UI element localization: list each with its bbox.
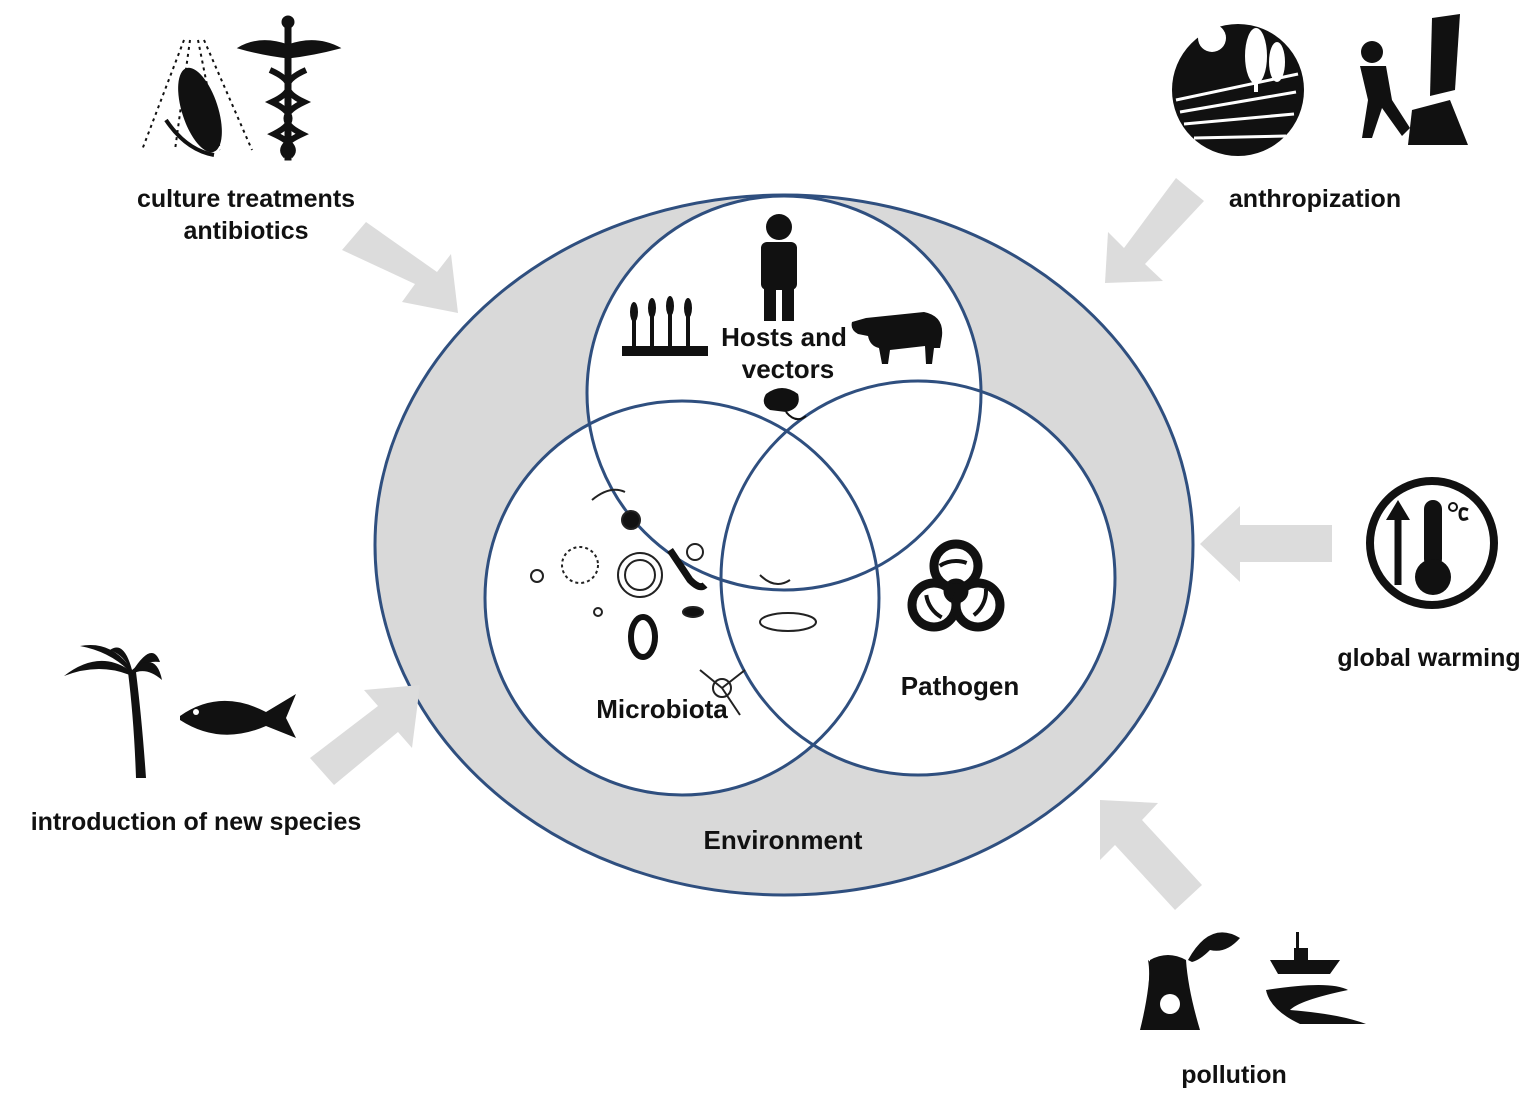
deforested-land-icon	[1172, 24, 1304, 156]
global-warming-label: global warming	[1337, 644, 1520, 672]
biohazard-icon	[907, 539, 1005, 632]
fish-icon	[180, 694, 296, 738]
arrow-anthropization	[1105, 178, 1204, 283]
culture-label-line2: antibiotics	[183, 217, 308, 245]
rat-icon	[763, 388, 807, 421]
corn-spray-icon	[141, 39, 253, 157]
cow-icon	[851, 312, 943, 364]
microbes-icon	[530, 488, 817, 716]
culture-label-line1: culture treatments	[137, 185, 355, 213]
nuclear-plant-icon	[1140, 932, 1240, 1030]
pollution-label: pollution	[1181, 1061, 1287, 1089]
hosts-label: Hosts and vectors	[721, 322, 847, 384]
arrow-culture	[342, 222, 458, 313]
arrow-pollution	[1100, 800, 1202, 910]
thermometer-up-icon	[1366, 477, 1498, 609]
anthropization-label: anthropization	[1229, 185, 1401, 213]
microbiota-label: Microbiota	[596, 694, 728, 724]
palm-tree-icon	[64, 645, 162, 778]
human-icon	[761, 214, 797, 321]
crops-icon	[622, 296, 708, 356]
pathogen-circle	[719, 379, 1117, 777]
microbiota-circle	[483, 399, 881, 797]
arrow-warming	[1200, 506, 1332, 582]
logger-icon	[1360, 14, 1468, 145]
pathogen-label: Pathogen	[901, 671, 1019, 701]
new-species-label: introduction of new species	[31, 808, 362, 836]
hosts-label-line2: vectors	[742, 354, 835, 384]
culture-label: culture treatments antibiotics	[137, 185, 355, 245]
hosts-label-line1: Hosts and	[721, 322, 847, 352]
arrow-new-species	[310, 685, 420, 785]
pathogen-circle-fill	[721, 381, 1115, 775]
hosts-circle	[585, 194, 983, 592]
environment-label: Environment	[704, 825, 863, 855]
caduceus-icon	[236, 15, 342, 161]
oil-spill-ship-icon	[1266, 932, 1366, 1024]
